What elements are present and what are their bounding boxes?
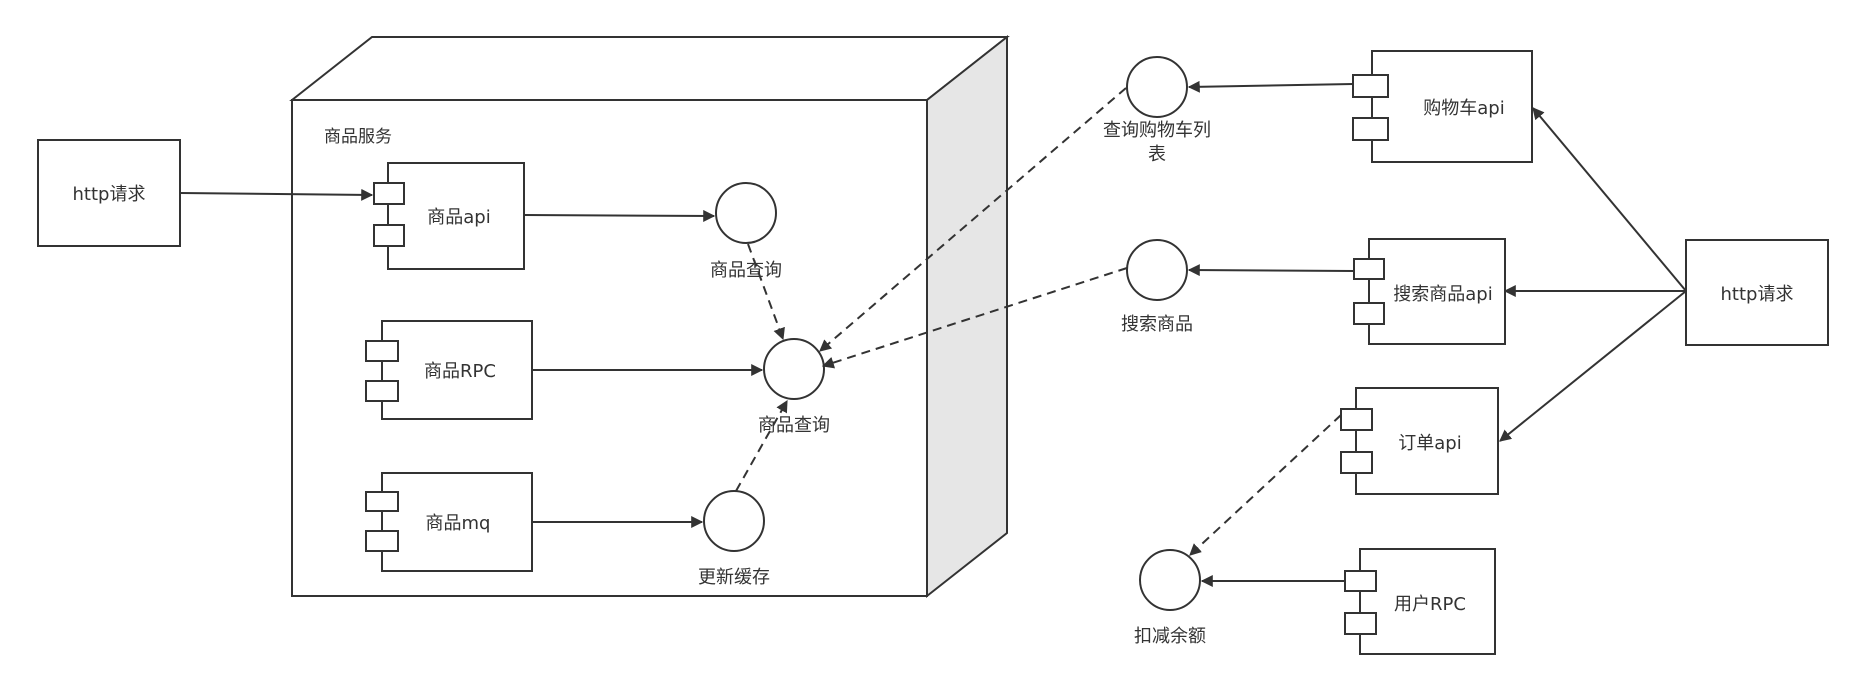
component-port-top xyxy=(1340,408,1373,431)
interface-product-query-top[interactable]: 商品查询 xyxy=(710,182,782,281)
component-port-top xyxy=(365,491,399,512)
component-label: 用户RPC xyxy=(1394,594,1466,615)
left-http-request-label: http请求 xyxy=(73,184,146,205)
component-port-bottom xyxy=(1353,302,1385,325)
interface-circle xyxy=(703,490,765,552)
left-http-request-box xyxy=(37,139,181,247)
component-port-top xyxy=(1352,74,1389,98)
component-label: 商品RPC xyxy=(424,361,496,382)
right-http-request-box xyxy=(1685,239,1829,346)
component-body xyxy=(381,472,533,572)
component-label: 商品mq xyxy=(426,513,491,534)
component-label: 搜索商品api xyxy=(1393,284,1492,305)
component-product-mq[interactable]: 商品mq xyxy=(365,472,533,572)
node-label: 商品服务 xyxy=(324,127,392,147)
component-port-top xyxy=(1353,258,1385,280)
component-body xyxy=(1359,548,1496,655)
interface-label-line1: 查询购物车列 xyxy=(1103,120,1211,141)
interface-circle xyxy=(763,338,825,400)
component-product-rpc[interactable]: 商品RPC xyxy=(365,320,533,420)
interface-cart-list[interactable]: 查询购物车列 表 xyxy=(1103,56,1211,165)
component-label: 订单api xyxy=(1398,433,1461,454)
component-port-bottom xyxy=(1352,117,1389,141)
interface-circle xyxy=(1126,239,1188,301)
edge-search-api-to-search-product xyxy=(1187,264,1355,277)
component-label: 购物车api xyxy=(1423,98,1504,119)
edge-product-api-to-query xyxy=(523,209,716,222)
component-body xyxy=(1355,387,1499,495)
component-body xyxy=(1371,50,1533,163)
edge-right-request-to-order-api xyxy=(1499,290,1687,442)
edge-cache-to-query xyxy=(735,399,788,492)
right-http-request-label: http请求 xyxy=(1721,284,1794,305)
component-port-bottom xyxy=(373,224,405,247)
component-cart-api[interactable]: 购物车api xyxy=(1352,50,1533,163)
interface-circle xyxy=(1139,549,1201,611)
edge-cart-list-to-query xyxy=(819,87,1127,352)
component-body xyxy=(387,162,525,270)
interface-label: 更新缓存 xyxy=(698,567,770,588)
component-port-bottom xyxy=(365,380,399,402)
component-port-top xyxy=(1344,570,1377,592)
interface-label: 商品查询 xyxy=(710,260,782,281)
component-order-api[interactable]: 订单api xyxy=(1340,387,1499,495)
interface-label: 扣减余额 xyxy=(1134,626,1206,647)
component-port-top xyxy=(365,340,399,362)
component-port-bottom xyxy=(1344,612,1377,635)
right-http-request[interactable]: http请求 xyxy=(1685,239,1829,346)
left-http-request[interactable]: http请求 xyxy=(37,139,181,247)
interface-deduct-balance[interactable]: 扣减余额 xyxy=(1134,549,1206,647)
interface-label: 搜索商品 xyxy=(1121,314,1193,335)
component-port-bottom xyxy=(365,530,399,552)
node-side-face xyxy=(926,34,1008,599)
interface-label-line2: 表 xyxy=(1148,144,1166,165)
component-user-rpc[interactable]: 用户RPC xyxy=(1344,548,1496,655)
interface-update-cache[interactable]: 更新缓存 xyxy=(698,490,770,588)
component-port-bottom xyxy=(1340,451,1373,474)
edge-query-top-to-center xyxy=(747,243,785,341)
interface-circle xyxy=(1126,56,1188,118)
component-label: 商品api xyxy=(427,207,490,228)
component-product-api[interactable]: 商品api xyxy=(373,162,525,270)
edge-left-request-to-product-api xyxy=(179,188,374,201)
edge-right-request-to-cart-api xyxy=(1532,107,1687,292)
interface-circle xyxy=(715,182,777,244)
component-port-top xyxy=(373,182,405,205)
component-body xyxy=(381,320,533,420)
interface-search-product[interactable]: 搜索商品 xyxy=(1121,239,1193,335)
component-search-api[interactable]: 搜索商品api xyxy=(1353,238,1506,345)
node-top-face xyxy=(289,36,1010,101)
edge-order-api-to-deduct-balance xyxy=(1189,414,1342,556)
edge-search-product-to-query xyxy=(821,267,1128,369)
edge-cart-api-to-cart-list xyxy=(1187,80,1354,93)
